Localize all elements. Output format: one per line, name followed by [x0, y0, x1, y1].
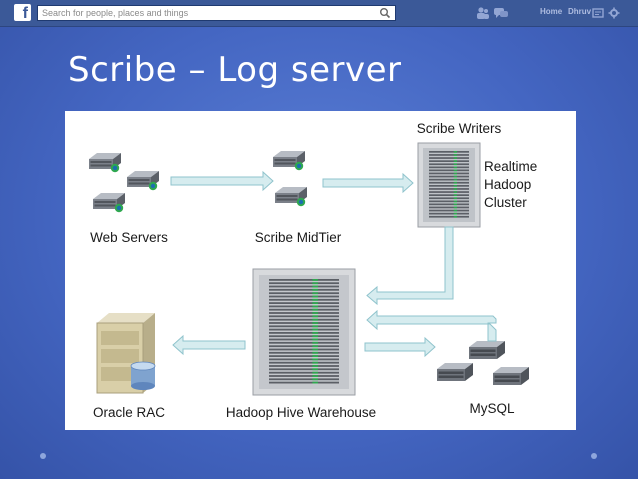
search-placeholder: Search for people, places and things	[42, 8, 189, 18]
hive-rack-slots	[269, 279, 339, 384]
mysql-label: MySQL	[469, 401, 515, 416]
slide-title: Scribe – Log server	[68, 50, 402, 90]
hive-warehouse-node: Hadoop Hive Warehouse	[226, 268, 376, 420]
gear-icon[interactable]	[608, 7, 620, 19]
flow-arrows	[170, 170, 497, 358]
arrow-hive-to-oracle	[172, 334, 246, 356]
architecture-diagram: Web Servers Scribe MidTier Scribe Writer…	[89, 121, 537, 420]
scribe-writers-label: Scribe Writers	[417, 121, 502, 136]
realtime-cluster-label-2: Hadoop	[484, 177, 531, 192]
nav-icon-group	[477, 7, 508, 19]
search-input[interactable]: Search for people, places and things	[37, 5, 396, 21]
mysql-node: MySQL	[437, 341, 529, 416]
home-link[interactable]: Home	[540, 7, 563, 16]
facebook-logo[interactable]: f	[14, 4, 31, 22]
arrow-mysql-to-hive	[366, 309, 497, 342]
friend-requests-icon[interactable]	[477, 7, 489, 19]
scribe-midtier-label: Scribe MidTier	[255, 230, 342, 245]
architecture-diagram-panel: Web Servers Scribe MidTier Scribe Writer…	[65, 111, 576, 430]
slide-dot-right	[591, 453, 597, 459]
arrow-hive-to-mysql	[364, 336, 436, 358]
arrow-writers-to-hive	[366, 226, 454, 306]
scribe-writers-node: Scribe Writers Realtime Hadoop Cluster	[417, 121, 537, 228]
arrow-web-to-midtier	[170, 170, 274, 192]
realtime-cluster-label-3: Cluster	[484, 195, 527, 210]
facebook-top-bar: f Search for people, places and things H…	[0, 0, 638, 27]
oracle-rac-node: Oracle RAC	[93, 313, 165, 420]
web-servers-node: Web Servers	[89, 153, 168, 245]
slide-dot-left	[40, 453, 46, 459]
web-servers-label: Web Servers	[90, 230, 168, 245]
hive-warehouse-label: Hadoop Hive Warehouse	[226, 405, 376, 420]
search-icon[interactable]	[379, 7, 391, 19]
notifications-icon[interactable]	[592, 8, 604, 18]
messages-icon[interactable]	[494, 8, 508, 18]
arrow-midtier-to-writers	[322, 172, 414, 194]
realtime-rack-slots	[429, 151, 469, 218]
oracle-rac-label: Oracle RAC	[93, 405, 165, 420]
realtime-cluster-label-1: Realtime	[484, 159, 537, 174]
scribe-midtier-node: Scribe MidTier	[255, 151, 342, 245]
profile-link[interactable]: Dhruv	[568, 7, 592, 16]
